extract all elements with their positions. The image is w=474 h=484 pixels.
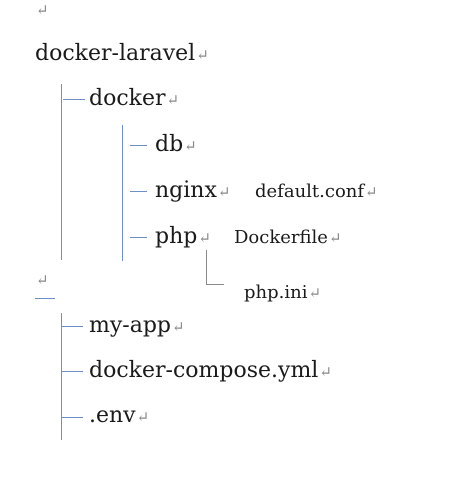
- tree-item-docker-compose: docker-compose.yml↵: [89, 360, 332, 382]
- nginx-label: nginx: [155, 178, 217, 203]
- tree-branch: [61, 417, 83, 418]
- env-label: .env: [89, 403, 136, 428]
- tree-item-db: db↵: [155, 134, 197, 156]
- tree-item-env: .env↵: [89, 405, 149, 427]
- tree-connector: [61, 313, 62, 440]
- tree-branch: [35, 298, 55, 299]
- docker-label: docker: [89, 86, 166, 111]
- paragraph-mark: ↵: [36, 271, 49, 289]
- db-label: db: [155, 132, 184, 157]
- php-label: php: [155, 224, 198, 249]
- paragraph-mark: ↵: [166, 91, 180, 109]
- tree-item-dockerfile: Dockerfile↵: [234, 229, 342, 247]
- docker-compose-label: docker-compose.yml: [89, 358, 319, 383]
- tree-item-nginx: nginx↵: [155, 180, 230, 202]
- default-conf-label: default.conf: [255, 181, 365, 202]
- paragraph-mark: ↵: [328, 229, 342, 247]
- tree-branch: [130, 191, 147, 192]
- php-ini-label: php.ini: [244, 282, 308, 303]
- tree-item-docker: docker↵: [89, 88, 179, 110]
- tree-item-default-conf: default.conf↵: [255, 183, 378, 201]
- paragraph-mark: ↵: [217, 183, 231, 201]
- tree-branch: [130, 145, 147, 146]
- paragraph-mark: ↵: [319, 363, 332, 381]
- tree-branch: [61, 371, 83, 372]
- paragraph-mark: ↵: [196, 46, 209, 64]
- paragraph-mark: ↵: [184, 137, 197, 155]
- tree-item-php: php↵: [155, 226, 211, 248]
- tree-root: docker-laravel↵: [35, 43, 209, 65]
- my-app-label: my-app: [89, 313, 172, 338]
- paragraph-mark: ↵: [136, 408, 150, 426]
- paragraph-mark: ↵: [308, 284, 322, 302]
- paragraph-mark: ↵: [365, 183, 378, 201]
- dockerfile-label: Dockerfile: [234, 227, 328, 248]
- tree-branch: [63, 99, 85, 100]
- paragraph-mark: ↵: [36, 1, 49, 19]
- tree-branch: [206, 284, 224, 285]
- tree-item-php-ini: php.ini↵: [244, 284, 321, 302]
- tree-branch: [130, 237, 147, 238]
- paragraph-mark: ↵: [198, 229, 211, 247]
- paragraph-mark: ↵: [172, 318, 185, 336]
- tree-connector: [122, 125, 123, 261]
- root-label: docker-laravel: [35, 41, 196, 66]
- tree-connector: [61, 84, 62, 260]
- tree-connector: [206, 250, 207, 284]
- tree-item-my-app: my-app↵: [89, 315, 185, 337]
- tree-branch: [61, 326, 83, 327]
